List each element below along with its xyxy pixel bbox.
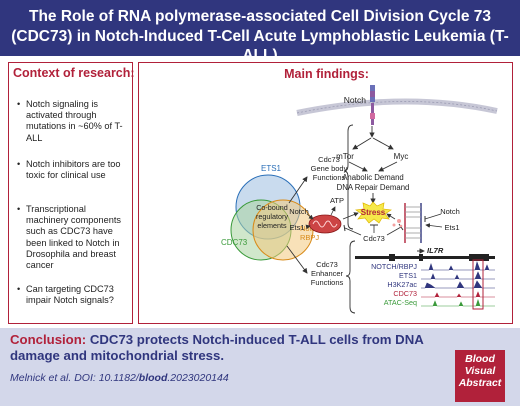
venn-diagram: ETS1 CDC73 Notch/ RBPJ Co-bound regulato… xyxy=(221,164,323,261)
venn-notch-label-2: RBPJ xyxy=(300,233,319,242)
arrow-to-myc xyxy=(372,137,394,150)
context-title: Context of research: xyxy=(13,66,135,80)
bullet-text: Notch signaling is activated through mut… xyxy=(26,99,123,143)
gene-body-label-3: Functions xyxy=(313,173,346,182)
bullet-text: Can targeting CDC73 impair Notch signals… xyxy=(26,284,114,306)
track-label-atac: ATAC-Seq xyxy=(384,298,417,307)
conclusion-text: Conclusion: CDC73 protects Notch-induced… xyxy=(10,332,450,364)
track-ets1 xyxy=(421,271,495,280)
arrow-mito-stress xyxy=(342,212,359,220)
logo-line-3: Abstract xyxy=(458,377,502,389)
genome-track-signals xyxy=(421,259,495,310)
bullet-text: Notch inhibitors are too toxic for clini… xyxy=(26,159,121,181)
anabolic-label: Anabolic Demand xyxy=(342,173,404,182)
atp-label: ATP xyxy=(330,196,344,205)
enhancer-label-2: Enhancer xyxy=(311,269,344,278)
page-title: The Role of RNA polymerase-associated Ce… xyxy=(11,8,509,64)
stress-burst-icon xyxy=(355,201,392,224)
inhibit-line-mito xyxy=(344,227,362,236)
citation-journal: blood xyxy=(138,372,168,384)
venn-center-label-3: elements xyxy=(257,221,287,230)
context-panel: Context of research: • Notch signaling i… xyxy=(8,62,135,324)
gene-exon xyxy=(389,254,395,261)
track-cdc73 xyxy=(421,291,495,298)
track-h3k27ac xyxy=(421,280,495,289)
context-bullet: • Notch signaling is activated through m… xyxy=(17,99,129,144)
bullet-dot-icon: • xyxy=(17,204,21,214)
dna-damage-icon xyxy=(392,203,422,243)
arrow-ets1-dna xyxy=(425,223,443,228)
gene-body-label-2: Gene body xyxy=(311,164,348,173)
genome-track-labels: NOTCH/RBPJ ETS1 H3K27ac CDC73 ATAC-Seq xyxy=(371,262,417,307)
ets1-right-label: Ets1 xyxy=(444,223,459,232)
arrow-dna-stress xyxy=(386,213,396,220)
enhancer-label-1: Cdc73 xyxy=(316,260,338,269)
findings-title: Main findings: xyxy=(284,67,369,81)
conclusion-banner: Conclusion: CDC73 protects Notch-induced… xyxy=(0,328,520,406)
track-notch-rbpj xyxy=(421,260,495,271)
findings-panel: Main findings: ETS1 CDC73 Notch/ RBPJ Co… xyxy=(138,62,513,324)
notch-left-label: Notch xyxy=(289,207,309,216)
highlight-box xyxy=(472,259,484,310)
bullet-dot-icon: • xyxy=(17,99,21,109)
context-bullet: • Can targeting CDC73 impair Notch signa… xyxy=(17,284,129,306)
mitochondrion-icon xyxy=(308,214,342,234)
citation: Melnick et al. DOI: 10.1182/blood.202302… xyxy=(10,372,229,384)
track-label-h3k27ac: H3K27ac xyxy=(387,280,417,289)
gene-exon xyxy=(419,254,423,261)
arrow-to-enhancer xyxy=(286,245,308,274)
arrow-to-atp xyxy=(330,206,336,216)
cell-membrane xyxy=(296,98,498,116)
citation-suffix: .2023020144 xyxy=(167,372,229,384)
venn-ets1-label: ETS1 xyxy=(261,164,282,173)
arrow-notch-mito xyxy=(306,213,314,220)
mtor-label: mTor xyxy=(336,152,354,161)
arrow-mtor-demand xyxy=(348,161,368,172)
arrow-to-gene-body xyxy=(288,176,308,204)
track-atac xyxy=(421,299,495,307)
gene-body-label-1: Cdc73 xyxy=(318,155,340,164)
venn-cdc73-label: CDC73 xyxy=(221,238,248,247)
context-bullet: • Transcriptional machinery components s… xyxy=(17,204,129,271)
conclusion-label: Conclusion: xyxy=(10,332,87,347)
header-banner: The Role of RNA polymerase-associated Ce… xyxy=(0,0,520,64)
context-bullet: • Notch inhibitors are too toxic for cli… xyxy=(17,159,129,181)
arrow-myc-demand xyxy=(378,161,398,172)
track-label-notch-rbpj: NOTCH/RBPJ xyxy=(371,262,417,271)
il7r-gene-label: IL7R xyxy=(427,246,444,255)
il7r-gene-locus: IL7R xyxy=(355,246,495,261)
blood-visual-abstract-logo: Blood Visual Abstract xyxy=(455,350,505,402)
notch-right-label: Notch xyxy=(440,207,460,216)
ets1-left-label: Ets1 xyxy=(289,223,304,232)
conclusion-body: CDC73 protects Notch-induced T-ALL cells… xyxy=(10,332,424,363)
stress-label: Stress xyxy=(361,208,386,217)
gene-body-bracket xyxy=(343,124,354,230)
inhibit-line-dna xyxy=(386,226,402,236)
venn-center-label-2: regulatory xyxy=(256,212,288,221)
inhibit-bar-mito xyxy=(343,224,346,232)
logo-line-1: Blood xyxy=(465,353,495,365)
cdc73-center-label: Cdc73 xyxy=(363,234,385,243)
inhibit-line-notch-dna xyxy=(424,213,442,220)
enhancer-bracket xyxy=(345,240,356,314)
arrow-ets1-mito xyxy=(305,224,311,230)
findings-diagram: ETS1 CDC73 Notch/ RBPJ Co-bound regulato… xyxy=(221,85,498,314)
citation-prefix: Melnick et al. DOI: 10.1182/ xyxy=(10,372,139,384)
logo-line-2: Visual xyxy=(464,365,496,377)
dna-repair-label: DNA Repair Demand xyxy=(337,183,410,192)
myc-label: Myc xyxy=(394,152,409,161)
bullet-dot-icon: • xyxy=(17,284,21,294)
track-label-cdc73: CDC73 xyxy=(393,289,417,298)
gene-model xyxy=(355,256,495,259)
track-label-ets1: ETS1 xyxy=(399,271,417,280)
bullet-dot-icon: • xyxy=(17,159,21,169)
arrow-to-mtor xyxy=(352,137,372,150)
cell-membrane-lipids xyxy=(296,101,498,114)
venn-center-label-1: Co-bound xyxy=(256,203,288,212)
gene-exon xyxy=(469,254,489,261)
bullet-text: Transcriptional machinery components suc… xyxy=(26,204,121,271)
notch-receptor-label: Notch xyxy=(344,95,366,105)
enhancer-label-3: Functions xyxy=(311,278,344,287)
notch-receptor-icon xyxy=(370,85,375,125)
